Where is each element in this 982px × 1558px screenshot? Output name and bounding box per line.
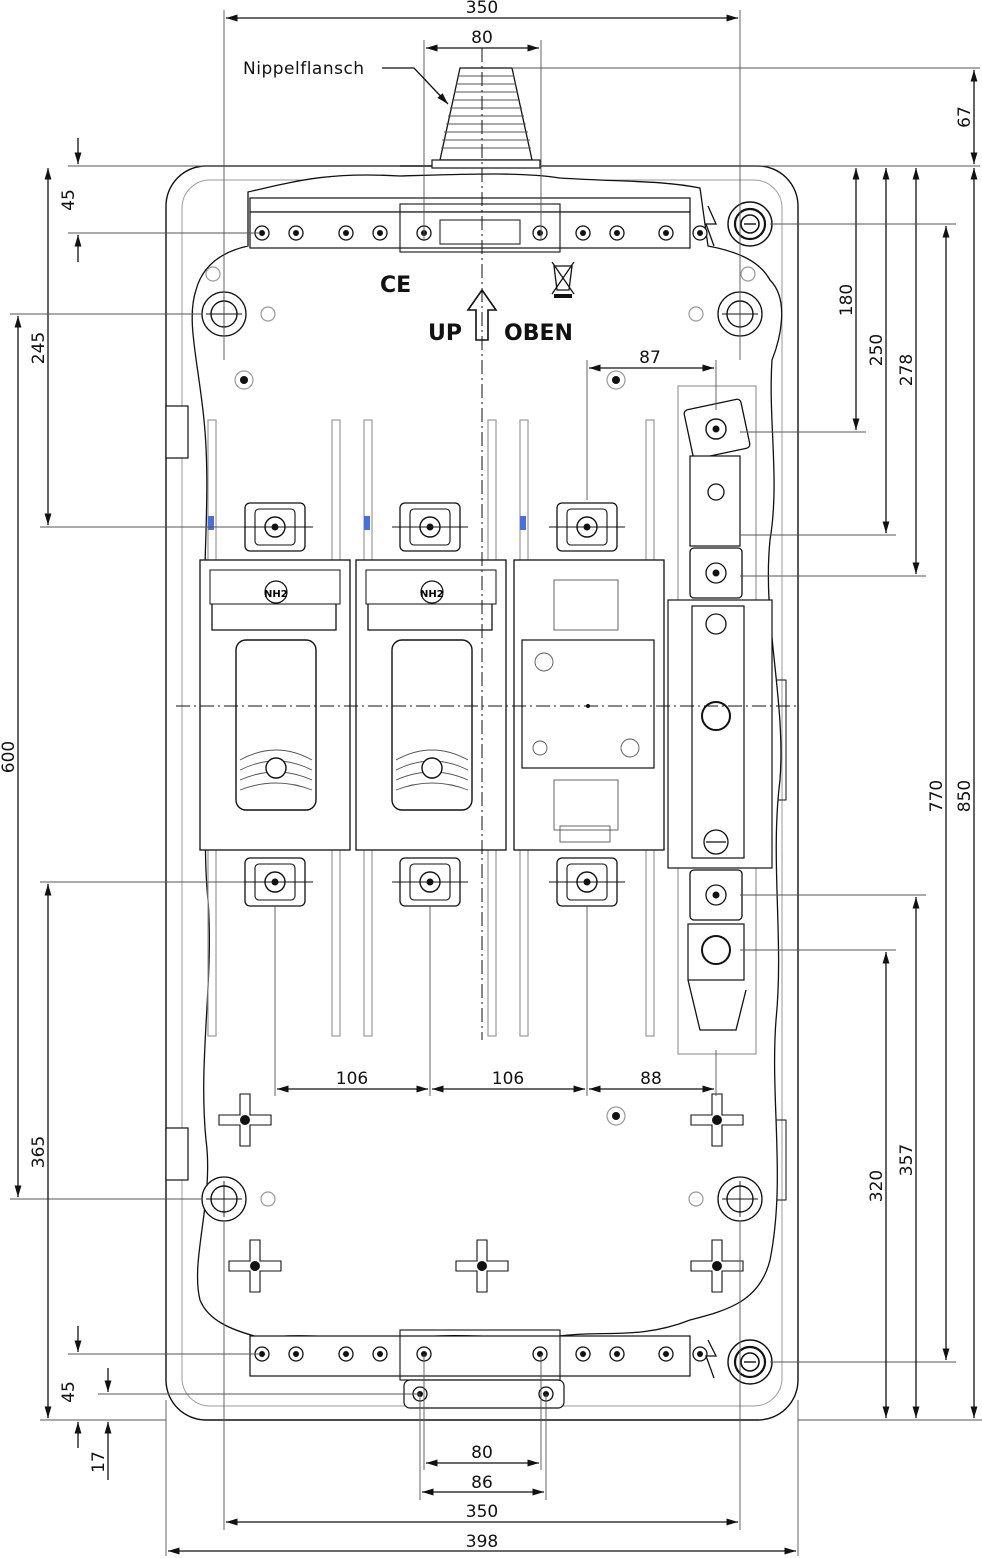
lid-screw-bottom-icon	[726, 1338, 774, 1386]
ce-mark: CE	[380, 273, 411, 298]
dim-bottom-350: 350	[466, 1502, 498, 1522]
lid-screw-top-icon	[726, 200, 774, 248]
terminal-icon	[391, 502, 469, 552]
nipple-flange	[431, 67, 541, 169]
flange-label: Nippelflansch	[243, 59, 365, 79]
up-label: UP	[428, 321, 462, 346]
weee-bin-icon	[551, 261, 575, 298]
bottom-rail	[249, 1329, 708, 1409]
dim-250: 250	[867, 334, 887, 366]
dim-245: 245	[29, 332, 49, 364]
dim-357: 357	[897, 1144, 917, 1176]
dim-600: 600	[0, 741, 19, 773]
accent-clip	[208, 516, 214, 530]
dim-flange-height: 67	[955, 106, 975, 128]
mount-hole-br-icon	[717, 1176, 763, 1222]
dim-365: 365	[29, 1136, 49, 1168]
terminal-icon	[236, 857, 314, 907]
small-screw-icon	[234, 370, 626, 1126]
dim-pitch-3: 88	[640, 1069, 662, 1089]
dim-rail-offset-bottom: 45	[59, 1381, 79, 1403]
dim-rail-offset-top: 45	[59, 189, 79, 211]
center-lines	[176, 48, 796, 1040]
fuse-base-2: NH2	[355, 559, 507, 851]
lightning-bottom-icon	[705, 1339, 718, 1379]
terminal-icon	[391, 857, 469, 907]
dim-overall-width: 398	[466, 1532, 498, 1552]
terminal-icon	[548, 857, 626, 907]
dim-pitch-2: 106	[492, 1069, 524, 1089]
accent-clip	[364, 516, 370, 530]
dim-pitch-1: 106	[336, 1069, 368, 1089]
accent-clip	[520, 516, 526, 530]
dim-850: 850	[955, 780, 975, 812]
dim-87: 87	[639, 348, 661, 368]
dim-top-flange: 80	[471, 28, 493, 48]
neutral-strip	[667, 385, 773, 1055]
lightning-top-icon	[705, 205, 718, 247]
dim-bottom-86: 86	[471, 1473, 493, 1493]
mount-hole-bl-icon	[201, 1176, 247, 1222]
switch-module	[513, 559, 665, 851]
terminal-icon	[548, 502, 626, 552]
dim-17: 17	[89, 1451, 109, 1473]
fuse-label: NH2	[264, 589, 288, 600]
dim-bottom-80: 80	[471, 1443, 493, 1463]
oben-label: OBEN	[504, 321, 573, 346]
dim-320: 320	[867, 1170, 887, 1202]
fuse-base-1: NH2	[199, 559, 351, 851]
dim-278: 278	[897, 354, 917, 386]
dim-180: 180	[837, 284, 857, 316]
dim-770: 770	[927, 780, 947, 812]
dim-top-width: 350	[466, 0, 498, 18]
fuse-label: NH2	[420, 589, 444, 600]
terminal-icon	[236, 502, 314, 552]
top-rail	[249, 197, 708, 253]
